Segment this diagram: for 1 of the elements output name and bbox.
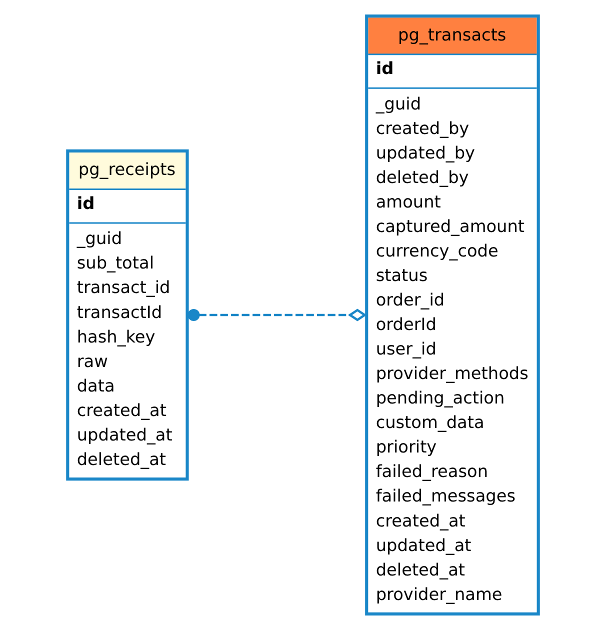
connector bbox=[187, 308, 366, 322]
